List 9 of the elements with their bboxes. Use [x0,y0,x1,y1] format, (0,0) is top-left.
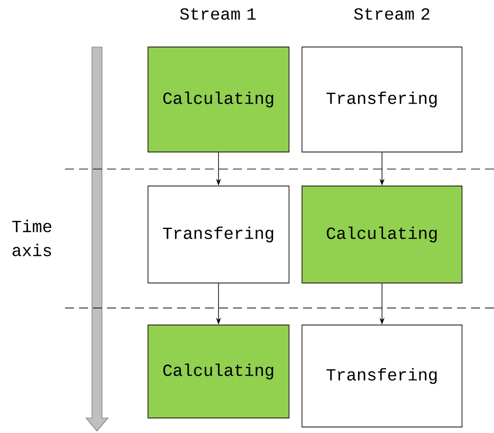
process-box: Transfering [302,324,462,428]
axis-label: Time axis [12,220,52,256]
process-box: Transfering [302,46,462,152]
process-box: Calculating [302,186,462,284]
process-box: Calculating [148,46,290,152]
process-box: Transfering [148,186,290,284]
axis-label: Stream 2 [354,8,430,20]
axis-label: Stream 1 [180,8,256,20]
process-box: Calculating [148,324,290,418]
